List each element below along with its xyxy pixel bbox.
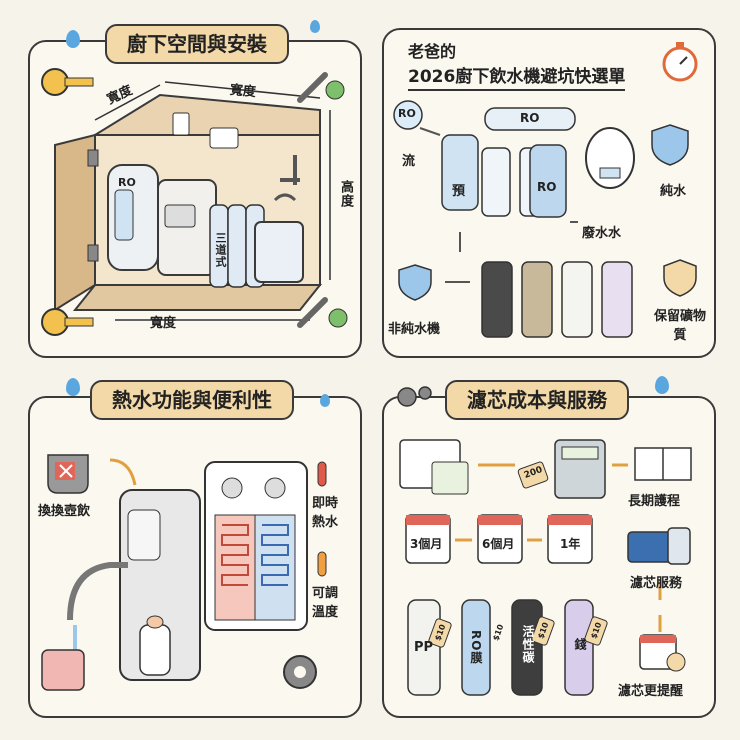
pure-water-label: 純水 [660,184,687,199]
retain-minerals-label: 保留礦物質 [653,309,706,343]
waste-water-label: 廢水水 [582,226,622,241]
height-label: 高度 [338,180,353,208]
ro-membrane-label: RO膜 [469,630,483,665]
ro-top-label: RO [520,111,540,125]
ro-unit-label: RO [118,176,136,189]
panel1-title: 廚下空間與安裝 [105,24,289,64]
hot-water-dispenser-illustration [41,454,327,691]
stopwatch-icon [662,42,698,82]
water-drop-icon [66,30,80,48]
adjustable-temp-label: 可調溫度 [312,586,339,620]
mineral-filter-label: 錢 [573,638,587,651]
filter-service-label: 濾芯服務 [630,576,683,591]
guide-title-line1: 老爸的 [408,42,457,61]
carbon-filter-label: 活性碳 [521,625,535,664]
water-drop-icon [66,378,80,396]
panel4-title: 濾芯成本與服務 [445,380,629,420]
non-pure-label: 非純水機 [388,322,441,337]
water-drop-icon [655,376,669,394]
guide-title-line2: 2026廚下飲水機避坑快選單 [408,62,626,91]
under-sink-cabinet-illustration [41,68,348,336]
pp-filter-label: PP [414,640,434,655]
ro-bubble-label: RO [398,107,416,120]
water-drop-icon [320,394,330,407]
gear-icon [397,386,432,407]
period-6-months: 6個月 [482,537,515,551]
ro-system-illustration [393,100,697,338]
flow-label: 流 [402,154,416,169]
instant-hot-label: 即時熱水 [312,496,339,530]
width-label-bottom: 寬度 [150,316,177,331]
panel3-title: 熱水功能與便利性 [90,380,294,420]
water-drop-icon [310,20,320,33]
pre-filter-label: 預 [452,184,466,199]
period-1-year: 1年 [560,537,581,551]
replace-kettle-label: 換換壺飲 [38,504,91,519]
long-term-label: 長期護程 [628,494,681,509]
period-3-months: 3個月 [410,537,443,551]
filter-stages-label: 三道式 [214,232,227,268]
filter-reminder-label: 濾芯更提醒 [618,684,684,699]
ro-housing-label: RO [537,180,557,194]
